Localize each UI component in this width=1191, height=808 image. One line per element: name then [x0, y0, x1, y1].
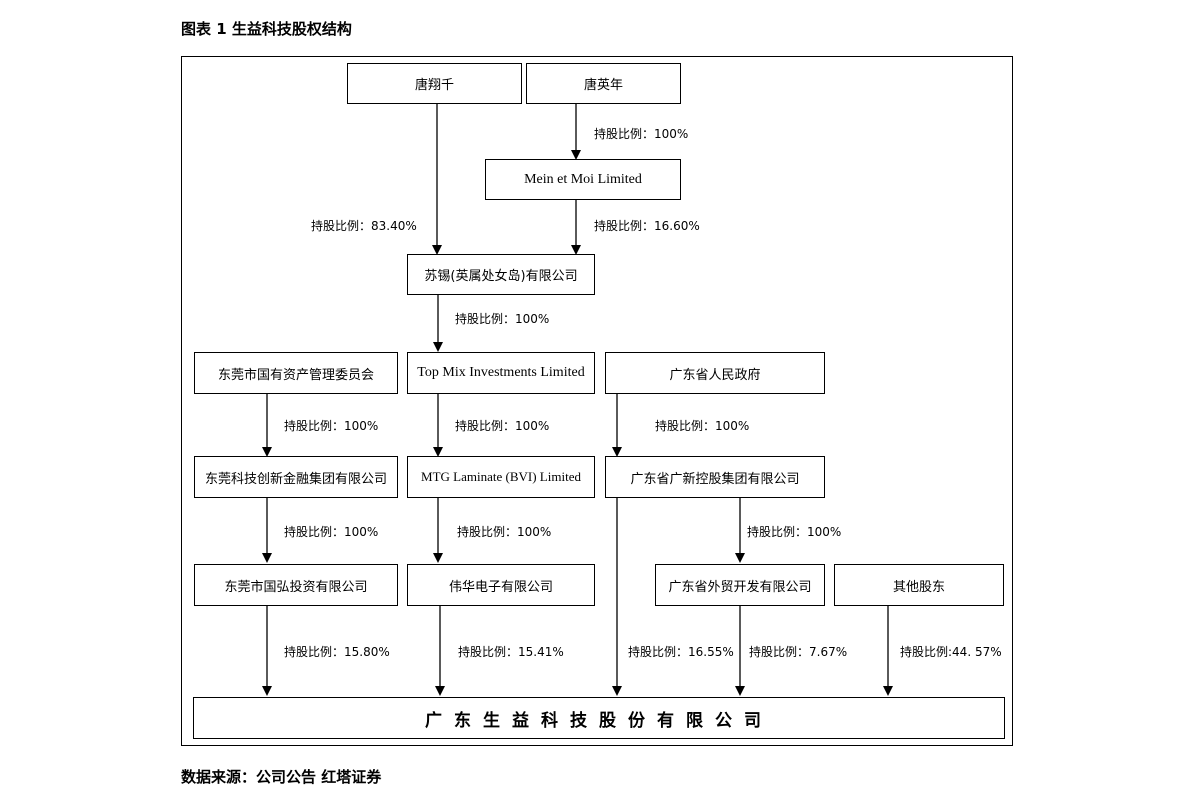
source-note: 数据来源：公司公告 红塔证券 — [181, 768, 382, 786]
label-guangxin-to-sy: 持股比例：16.55% — [628, 645, 734, 659]
node-gd-gov: 广东省人民政府 — [605, 352, 825, 394]
label-guohong-to-sy: 持股比例：15.80% — [284, 645, 390, 659]
label-guangxin-to-trade: 持股比例：100% — [747, 525, 842, 539]
label-sasac-to-dgtech: 持股比例：100% — [284, 419, 379, 433]
node-dongguan-sasac: 东莞市国有资产管理委员会 — [194, 352, 398, 394]
node-mtg: MTG Laminate (BVI) Limited — [407, 456, 595, 498]
node-tang-yingnian: 唐英年 — [526, 63, 681, 104]
label-gov-to-guangxin: 持股比例：100% — [655, 419, 750, 433]
node-gd-guangxin: 广东省广新控股集团有限公司 — [605, 456, 825, 498]
label-xq-to-suxi: 持股比例：83.40% — [311, 219, 417, 233]
node-top-mix: Top Mix Investments Limited — [407, 352, 595, 394]
label-topmix-to-mtg: 持股比例：100% — [455, 419, 550, 433]
label-mtg-to-weihua: 持股比例：100% — [457, 525, 552, 539]
figure-caption: 图表 1 生益科技股权结构 — [181, 20, 352, 38]
node-gd-foreign-trade: 广东省外贸开发有限公司 — [655, 564, 825, 606]
node-dg-guohong: 东莞市国弘投资有限公司 — [194, 564, 398, 606]
node-suxi: 苏锡(英属处女岛)有限公司 — [407, 254, 595, 295]
node-weihua: 伟华电子有限公司 — [407, 564, 595, 606]
label-weihua-to-sy: 持股比例：15.41% — [458, 645, 564, 659]
node-shengyi: 广东生益科技股份有限公司 — [193, 697, 1005, 739]
label-trade-to-sy: 持股比例：7.67% — [749, 645, 848, 659]
label-dgtech-to-guohong: 持股比例：100% — [284, 525, 379, 539]
label-other-to-sy: 持股比例:44. 57% — [900, 645, 1002, 659]
label-yn-to-mein: 持股比例：100% — [594, 127, 689, 141]
node-other-shareholders: 其他股东 — [834, 564, 1004, 606]
node-dg-tech-finance: 东莞科技创新金融集团有限公司 — [194, 456, 398, 498]
node-tang-xiangqian: 唐翔千 — [347, 63, 522, 104]
label-suxi-to-topmix: 持股比例：100% — [455, 312, 550, 326]
label-mein-to-suxi: 持股比例：16.60% — [594, 219, 700, 233]
node-mein-et-moi: Mein et Moi Limited — [485, 159, 681, 200]
diagram-frame — [181, 56, 1013, 746]
